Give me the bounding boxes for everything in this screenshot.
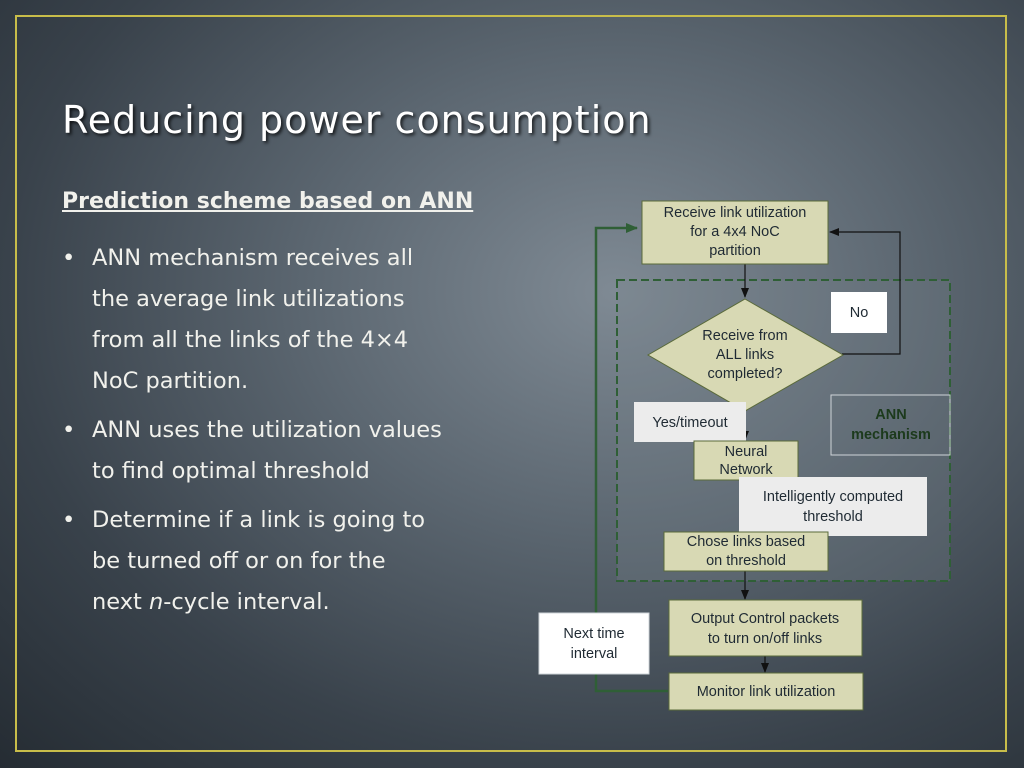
svg-text:Network: Network	[719, 462, 773, 478]
yes-timeout-label: Yes/timeout	[634, 402, 746, 442]
no-loop-arrow	[829, 228, 901, 355]
chose-links-box: Chose links based on threshold	[663, 531, 829, 572]
svg-text:Next time: Next time	[563, 626, 624, 642]
bullet-dot: •	[62, 417, 76, 443]
bullet-line: ANN uses the utilization values	[92, 417, 442, 443]
no-label: No	[831, 292, 887, 333]
bullet-list: • ANN mechanism receives all the average…	[62, 238, 522, 631]
decision-diamond: Receive from ALL links completed?	[646, 298, 845, 412]
svg-text:Neural: Neural	[725, 444, 768, 460]
variable-n: n	[149, 589, 164, 615]
svg-text:ANN: ANN	[875, 407, 906, 423]
decision-line: Receive from	[702, 328, 787, 344]
bullet-line: ANN mechanism receives all	[92, 245, 414, 271]
receive-utilization-line: for a 4x4 NoC	[690, 224, 779, 240]
svg-text:No: No	[850, 305, 869, 321]
receive-utilization-box: Receive link utilization for a 4x4 NoC p…	[641, 200, 829, 265]
bullet-dot: •	[62, 507, 76, 533]
svg-text:on threshold: on threshold	[706, 553, 786, 569]
svg-text:to turn on/off links: to turn on/off links	[708, 631, 822, 647]
neural-network-box: Neural Network	[693, 440, 799, 481]
bullet-line: the average link utilizations	[92, 286, 405, 312]
decision-line: completed?	[708, 366, 783, 382]
receive-utilization-line: partition	[709, 243, 761, 259]
svg-text:Chose links based: Chose links based	[687, 534, 806, 550]
decision-line: ALL links	[716, 347, 774, 363]
bullet-line: Determine if a link is going to	[92, 507, 426, 533]
bullet-item: • ANN uses the utilization values to fin…	[62, 410, 522, 492]
bullet-line: to find optimal threshold	[92, 458, 370, 484]
bullet-dot: •	[62, 245, 76, 271]
bullet-item: • Determine if a link is going to be tur…	[62, 500, 522, 623]
subheading: Prediction scheme based on ANN	[62, 189, 474, 214]
svg-text:Yes/timeout: Yes/timeout	[652, 415, 727, 431]
ann-mechanism-label: ANN mechanism	[830, 394, 951, 456]
svg-text:Output Control packets: Output Control packets	[691, 611, 839, 627]
svg-text:Monitor link utilization: Monitor link utilization	[697, 684, 836, 700]
slide-title: Reducing power consumption	[62, 98, 652, 142]
monitor-utilization-box: Monitor link utilization	[668, 672, 864, 711]
svg-text:threshold: threshold	[803, 509, 863, 525]
bullet-line: next n-cycle interval.	[92, 589, 330, 615]
next-time-interval-label: Next time interval	[538, 612, 650, 675]
bullet-item: • ANN mechanism receives all the average…	[62, 238, 522, 402]
threshold-label: Intelligently computed threshold	[739, 477, 927, 536]
receive-utilization-line: Receive link utilization	[664, 205, 807, 221]
svg-text:interval: interval	[571, 646, 618, 662]
next-interval-loop-arrow	[594, 223, 668, 693]
bullet-line: from all the links of the 4×4	[92, 327, 409, 353]
slide-frame	[15, 15, 1007, 752]
bullet-line: be turned off or on for the	[92, 548, 386, 574]
svg-text:Intelligently computed: Intelligently computed	[763, 489, 903, 505]
bullet-line: NoC partition.	[92, 368, 249, 394]
output-control-box: Output Control packets to turn on/off li…	[668, 599, 863, 657]
svg-text:mechanism: mechanism	[851, 427, 931, 443]
